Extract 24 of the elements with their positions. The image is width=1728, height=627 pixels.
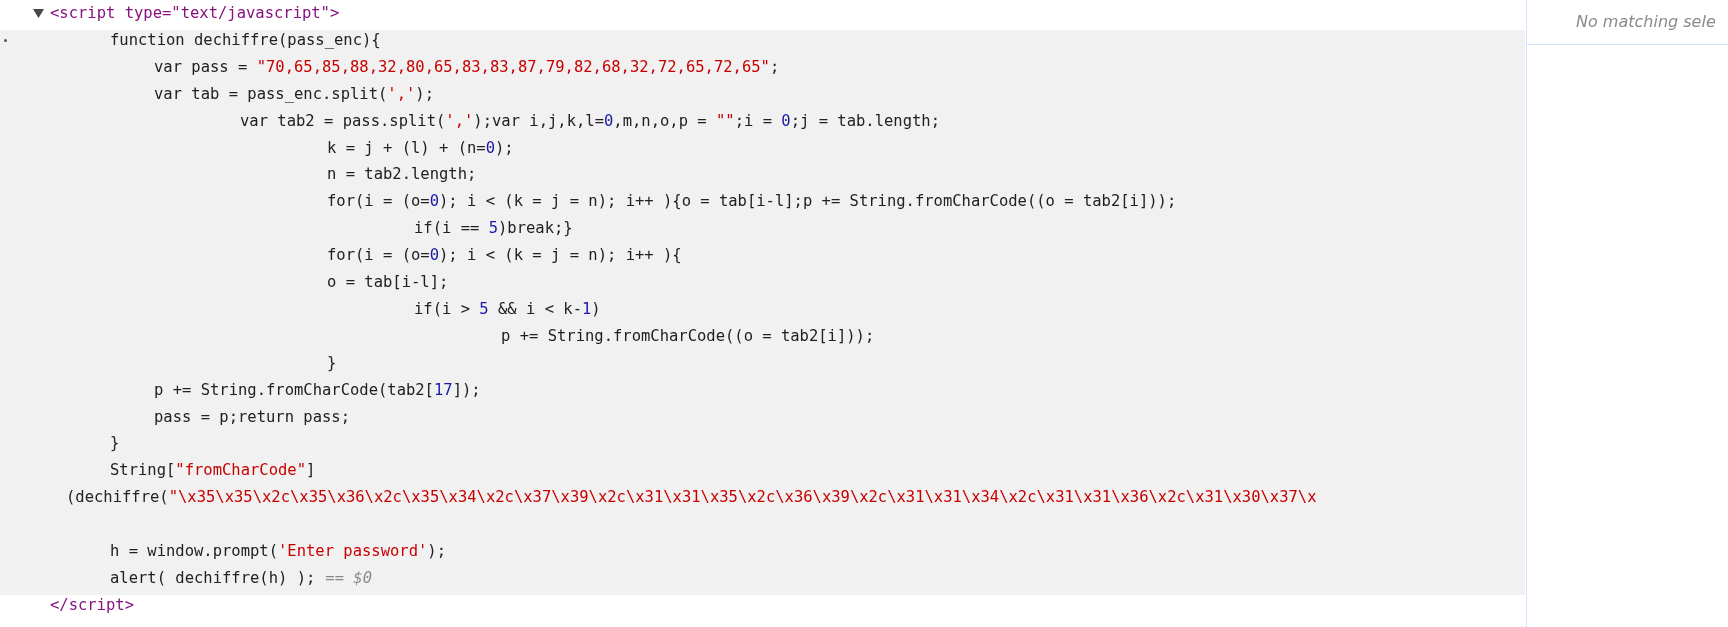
code-line: k = j + (l) + (n=0); [327,137,514,158]
code-line: String["fromCharCode"] [110,460,316,481]
empty-styles-message: No matching sele [1576,12,1716,31]
code-line: if(i == 5)break;} [414,218,573,239]
html-tag-line: <script type="text/javascript"> [50,3,340,23]
code-line: } [110,433,120,454]
selected-element-hint: == $0 [325,567,372,588]
code-line: for(i = (o=0); i < (k = j = n); i++ ){ [327,245,682,266]
code-line: function dechiffre(pass_enc){ [110,29,381,50]
code-line: pass = p;return pass; [154,406,350,427]
html-tag-line: </script> [50,594,134,615]
code-line: var tab = pass_enc.split(','); [154,83,434,104]
code-line: alert( dechiffre(h) ); [110,567,316,588]
code-line: (dechiffre("\x35\x35\x2c\x35\x36\x2c\x35\x34\x2c\x37\x39\x2c\x31\x31\x35\x2c\x36\x39\x2c\x31\x31\x34\x2c\x31\x31\x36\x2c\x31\x30\x37\x [66,487,1317,508]
code-line: p += String.fromCharCode(tab2[17]); [154,379,481,400]
code-line: } [327,352,337,373]
code-line: var tab2 = pass.split(',');var i,j,k,l=0,m,n,o,p = "";i = 0;j = tab.length; [240,110,940,131]
code-line: o = tab[i-l]; [327,272,449,292]
code-line: var pass = "70,65,85,88,32,80,65,83,83,87,79,82,68,32,72,65,72,65"; [154,56,780,77]
code-line: p += String.fromCharCode((o = tab2[i])); [501,325,875,346]
code-line: if(i > 5 && i < k-1) [414,298,601,319]
code-line: h = window.prompt('Enter password'); [110,541,446,561]
code-line: n = tab2.length; [327,164,477,185]
code-line: for(i = (o=0); i < (k = j = n); i++ ){o = tab[i-l];p += String.fromCharCode((o = tab2[i])); [327,191,1177,212]
